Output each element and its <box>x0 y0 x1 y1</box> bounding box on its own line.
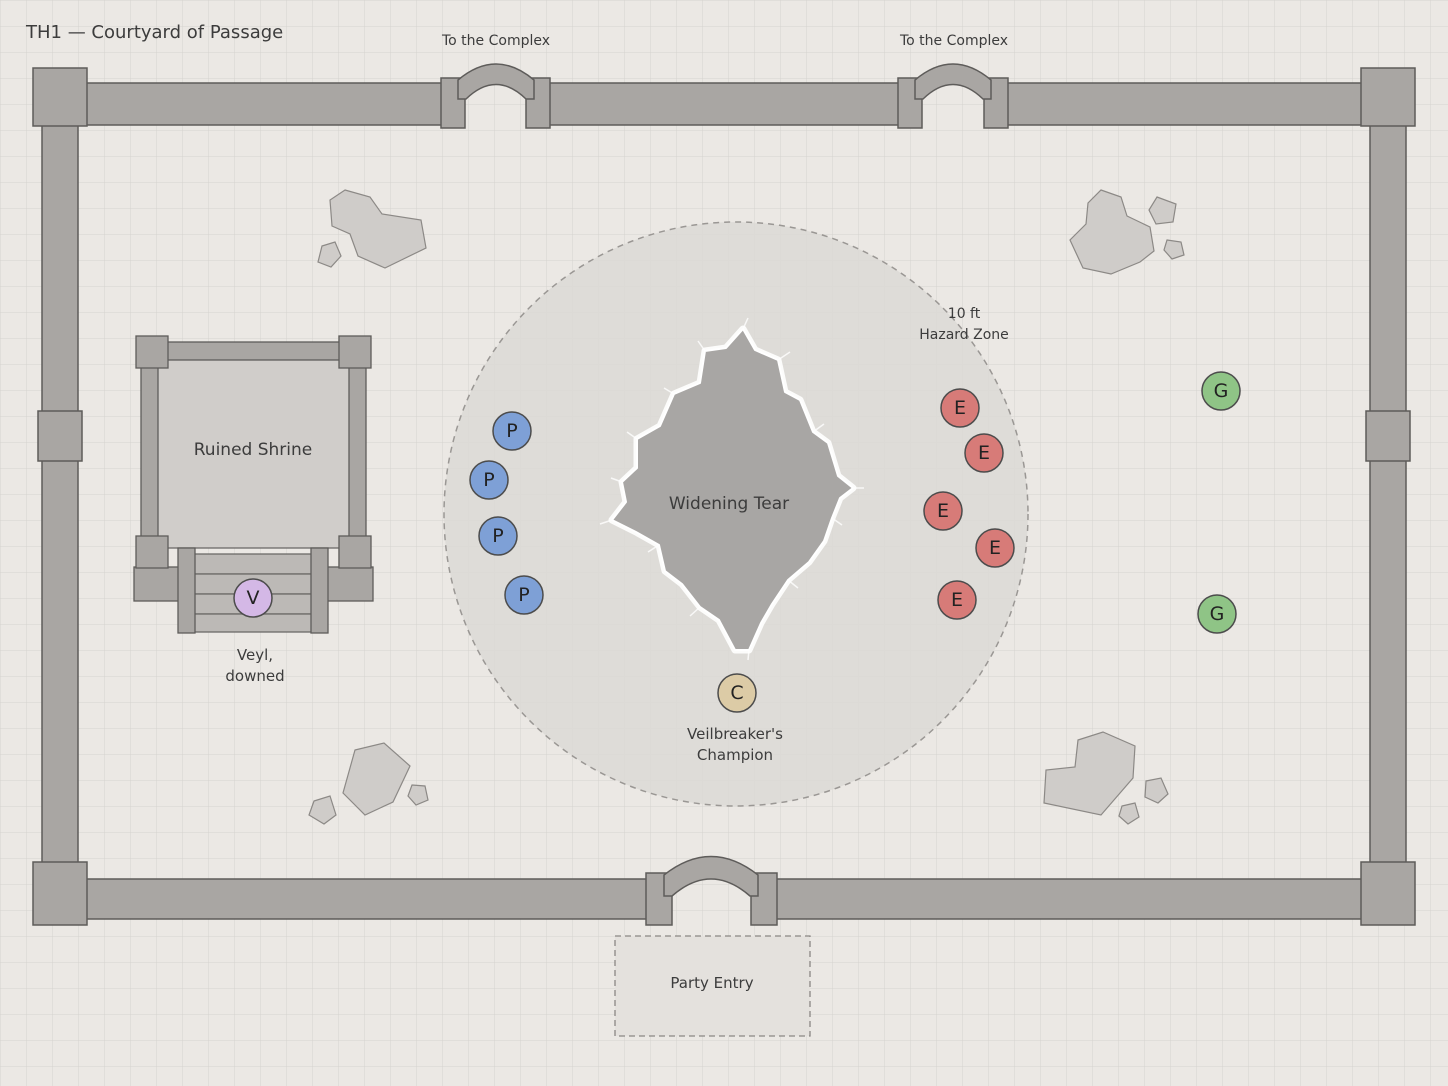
svg-text:P: P <box>518 584 529 606</box>
champion-label-title: Champion <box>697 746 773 764</box>
guard-tokens: G G <box>1197 371 1241 634</box>
enemy-tokens: E E E E E <box>923 388 1015 620</box>
map-title: TH1 — Courtyard of Passage <box>25 22 283 43</box>
hazard-label-name: Hazard Zone <box>919 327 1009 343</box>
svg-text:C: C <box>730 682 743 704</box>
party-token[interactable]: P <box>469 460 509 500</box>
veyl-label-status: downed <box>225 667 284 685</box>
svg-text:V: V <box>247 587 260 609</box>
party-entry-label: Party Entry <box>670 974 753 992</box>
champion-label-name: Veilbreaker's <box>687 725 783 743</box>
party-token[interactable]: P <box>504 575 544 615</box>
svg-text:E: E <box>954 397 966 419</box>
widening-tear <box>599 317 864 661</box>
guard-token[interactable]: G <box>1201 371 1241 411</box>
rubble-north-west <box>317 189 427 269</box>
door-label-north-west: To the Complex <box>441 33 550 49</box>
hazard-label-distance: 10 ft <box>948 306 981 322</box>
rubble-south-east <box>1043 731 1169 825</box>
svg-text:E: E <box>978 442 990 464</box>
svg-text:G: G <box>1210 603 1225 625</box>
enemy-token[interactable]: E <box>964 433 1004 473</box>
champion-token[interactable]: C <box>717 673 757 713</box>
svg-text:P: P <box>483 469 494 491</box>
door-label-north-east: To the Complex <box>899 33 1008 49</box>
guard-token[interactable]: G <box>1197 594 1237 634</box>
svg-text:E: E <box>951 589 963 611</box>
archway-south <box>645 855 778 926</box>
party-entry-zone <box>614 935 811 1037</box>
tear-label: Widening Tear <box>669 494 789 514</box>
party-token[interactable]: P <box>492 411 532 451</box>
enemy-token[interactable]: E <box>937 580 977 620</box>
svg-text:E: E <box>989 537 1001 559</box>
courtyard-walls <box>32 67 1416 926</box>
svg-text:G: G <box>1214 380 1229 402</box>
svg-text:E: E <box>937 500 949 522</box>
party-token[interactable]: P <box>478 516 518 556</box>
enemy-token[interactable]: E <box>923 491 963 531</box>
enemy-token[interactable]: E <box>940 388 980 428</box>
svg-text:P: P <box>506 420 517 442</box>
veyl-label-name: Veyl, <box>237 646 273 664</box>
archway-north-west <box>440 63 551 129</box>
rubble-north-east <box>1069 189 1185 275</box>
shrine-label: Ruined Shrine <box>194 440 313 460</box>
enemy-token[interactable]: E <box>975 528 1015 568</box>
party-tokens: P P P P <box>469 411 544 615</box>
veyl-token[interactable]: V <box>233 578 273 618</box>
rubble-south-west <box>308 742 429 825</box>
archway-north-east <box>897 63 1009 129</box>
svg-text:P: P <box>492 525 503 547</box>
